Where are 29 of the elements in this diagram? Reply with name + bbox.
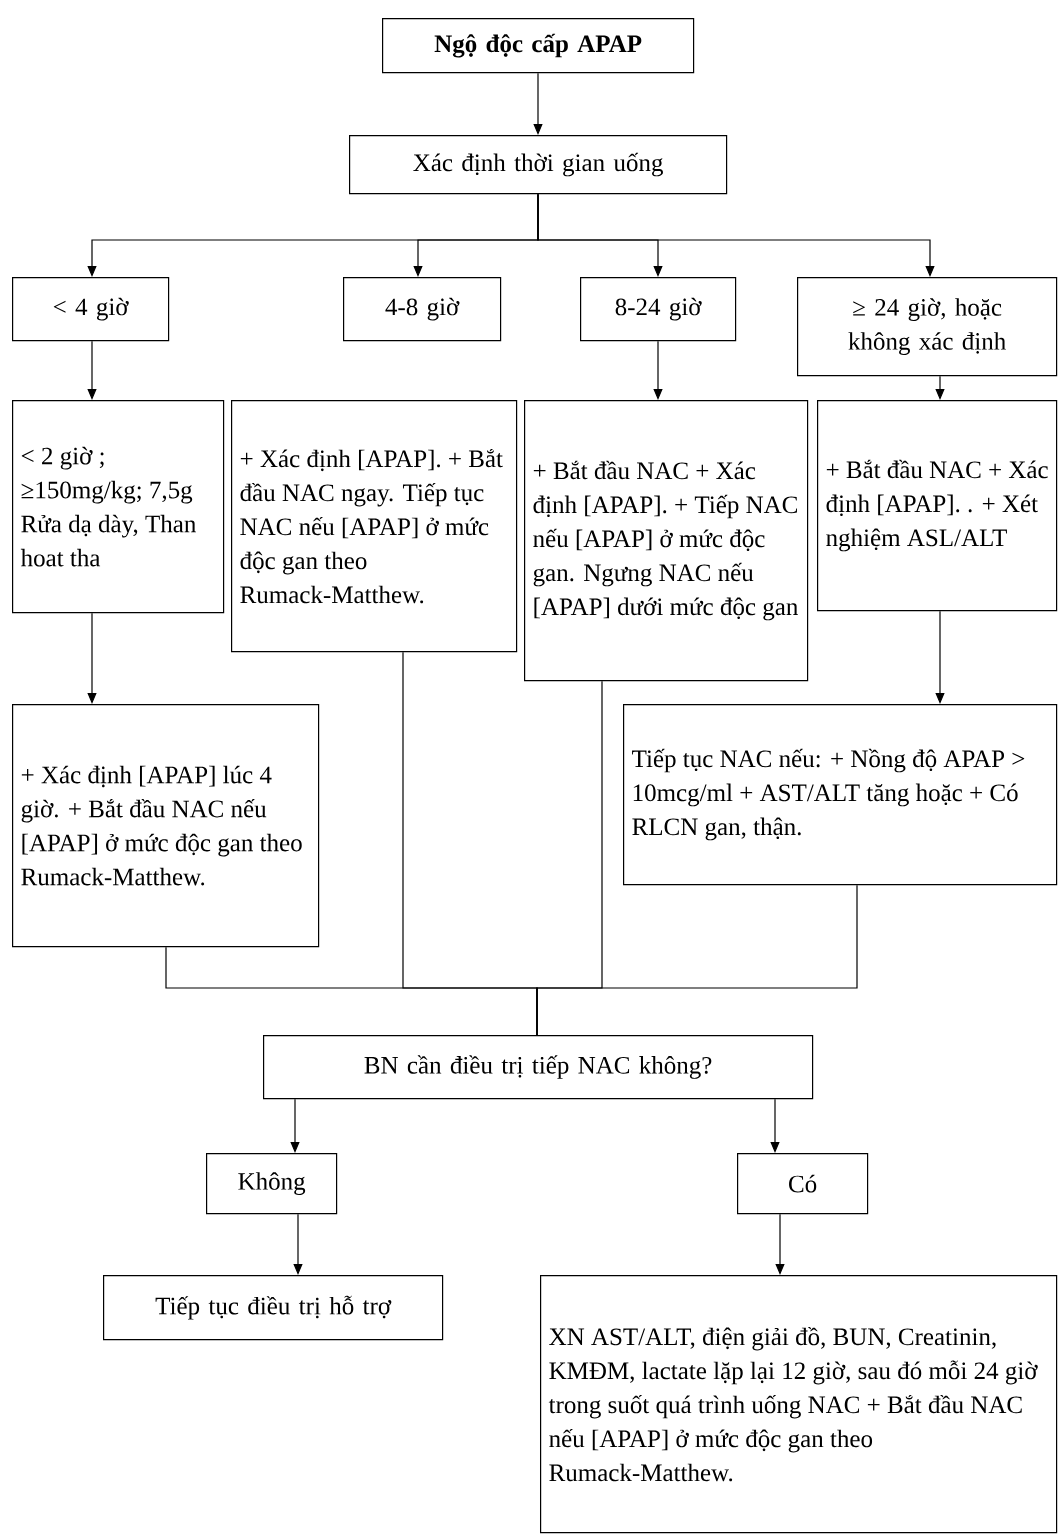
process-box: XN AST/ALT, điện giải đồ, BUN, Creatinin, KMĐM, lactate lặp lại 12 giờ, sau đó mỗi 24 giờ trong suốt quá trình uống NAC + Bắt đầu NAC nếu [APAP] ở mức độc gan theo Rumack-Matthew. — [540, 1275, 1058, 1534]
arrow — [935, 375, 945, 400]
arrow — [87, 612, 97, 704]
answer-box: Có — [737, 1153, 869, 1215]
arrow — [653, 340, 663, 400]
arrow — [935, 610, 945, 704]
arrow — [87, 340, 97, 400]
arrow — [293, 1213, 303, 1275]
arrow — [775, 1213, 785, 1275]
answer-box: Không — [206, 1153, 338, 1215]
process-box: < 2 giờ ; ≥150mg/kg; 7,5g Rửa dạ dày, Than hoat tha — [12, 400, 225, 614]
connector-line — [536, 884, 858, 1036]
process-box: Tiếp tục điều trị hỗ trợ — [103, 1275, 444, 1341]
question-box: BN cần điều trị tiếp NAC không? — [263, 1035, 814, 1100]
process-box: + Xác định [APAP]. + Bắt đầu NAC ngay. Tiếp tục NAC nếu [APAP] ở mức độc gan theo Rumack-Matthew. — [231, 400, 518, 653]
time-box: 4-8 giờ — [343, 277, 502, 342]
time-box: ≥ 24 giờ, hoặc không xác định — [797, 277, 1058, 377]
arrow — [533, 72, 543, 135]
process-box: + Bắt đầu NAC + Xác định [APAP]. + Tiếp NAC nếu [APAP] ở mức độc gan. Ngưng NAC nếu [APAP] dưới mức độc gan — [524, 400, 809, 682]
process-box: Tiếp tục NAC nếu: + Nồng độ APAP > 10mcg/ml + AST/ALT tăng hoặc + Có RLCN gan, thận. — [623, 704, 1058, 886]
process-box: + Bắt đầu NAC + Xác định [APAP]. . + Xét nghiệm ASL/ALT — [817, 400, 1058, 612]
arrow — [537, 193, 935, 277]
time-box: < 4 giờ — [12, 277, 170, 342]
arrow — [770, 1098, 780, 1153]
arrow — [290, 1098, 300, 1153]
time-box: 8-24 giờ — [580, 277, 737, 342]
title-box: Ngộ độc cấp APAP — [382, 18, 695, 74]
process-box: Xác định thời gian uống — [349, 135, 728, 195]
process-box: + Xác định [APAP] lúc 4 giờ. + Bắt đầu NAC nếu [APAP] ở mức độc gan theo Rumack-Matthew. — [12, 704, 320, 948]
